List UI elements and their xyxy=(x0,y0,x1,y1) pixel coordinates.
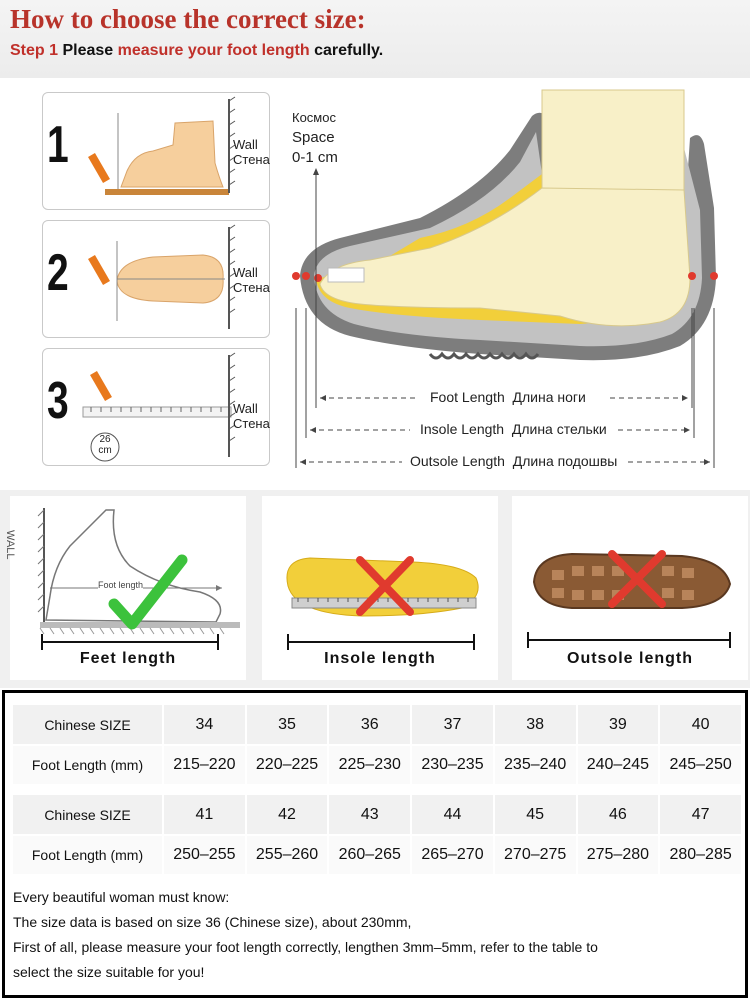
foot-side-icon xyxy=(88,96,236,195)
note-line: select the size suitable for you! xyxy=(13,964,205,980)
length-cell: 255–260 xyxy=(245,835,330,876)
length-cell: 230–235 xyxy=(411,745,495,786)
step-1-card: 1 Wall Стена xyxy=(42,92,270,210)
length-bracket-icon xyxy=(527,632,731,648)
example-insole-length: Insole length xyxy=(262,496,498,680)
insole-length-label: Insole Length xyxy=(420,421,505,437)
example-outsole-length: Outsole length xyxy=(512,496,748,680)
size-cell: 34 xyxy=(163,705,247,746)
size-chart: Chinese SIZE 34 35 36 37 38 39 40 Foot L… xyxy=(2,690,748,998)
measurement-diagram: 1 Wall Стена 2 Wall Стена xyxy=(0,78,750,490)
outsole-length-label-ru: Длина подошвы xyxy=(512,453,618,469)
cross-icon xyxy=(608,550,666,608)
space-label: Space xyxy=(292,129,335,146)
length-cell: 260–265 xyxy=(328,835,413,876)
space-label-ru: Космос xyxy=(292,110,336,125)
size-table-block-1: Chinese SIZE 34 35 36 37 38 39 40 Foot L… xyxy=(13,705,743,786)
size-cell: 46 xyxy=(576,795,661,836)
table-row: Chinese SIZE 41 42 43 44 45 46 47 xyxy=(13,795,743,836)
row-header: Chinese SIZE xyxy=(13,705,164,746)
step-2-card: 2 Wall Стена xyxy=(42,220,270,338)
length-cell: 225–230 xyxy=(328,745,413,786)
size-cell: 41 xyxy=(163,795,247,836)
size-cell: 44 xyxy=(411,795,495,836)
example-label: Outsole length xyxy=(567,650,693,667)
measurement-examples: WALL Foot length Feet length Insole leng… xyxy=(0,490,750,688)
row-header: Foot Length (mm) xyxy=(13,745,164,786)
ruler-unit: cm xyxy=(98,445,112,456)
insole-length-label-ru: Длина стельки xyxy=(511,421,607,437)
step-number: 1 xyxy=(47,116,69,174)
step-highlight: measure your foot length xyxy=(117,42,310,59)
wall-label-ru: Стена xyxy=(233,280,270,295)
length-cell: 245–250 xyxy=(659,745,743,786)
foot-length-inner-label: Foot length xyxy=(98,580,144,590)
length-cell: 270–275 xyxy=(493,835,578,876)
wall-label: Wall xyxy=(233,265,258,280)
length-cell: 220–225 xyxy=(245,745,330,786)
ruler-icon xyxy=(82,352,236,462)
outsole-icon xyxy=(532,550,732,609)
note-line: Every beautiful woman must know: xyxy=(13,889,230,905)
length-cell: 265–270 xyxy=(411,835,495,876)
table-row: Foot Length (mm) 215–220 220–225 225–230… xyxy=(13,745,743,786)
header: How to choose the correct size: Step 1 P… xyxy=(0,0,750,78)
example-feet-length: WALL Foot length Feet length xyxy=(4,496,246,680)
size-notes: Every beautiful woman must know: The siz… xyxy=(13,885,733,985)
size-cell: 35 xyxy=(245,705,330,746)
step-number: 2 xyxy=(47,244,69,302)
shoe-cross-section xyxy=(292,89,718,468)
size-cell: 40 xyxy=(659,705,743,746)
table-row: Foot Length (mm) 250–255 255–260 260–265… xyxy=(13,835,743,876)
wall-label-ru: Стена xyxy=(233,152,270,167)
size-cell: 36 xyxy=(328,705,413,746)
length-bracket-icon xyxy=(41,634,219,650)
length-bracket-icon xyxy=(287,634,475,650)
foot-top-icon xyxy=(88,224,236,329)
row-header: Foot Length (mm) xyxy=(13,835,164,876)
row-header: Chinese SIZE xyxy=(13,795,164,836)
step-prefix: Step 1 xyxy=(10,42,59,59)
step-suffix: carefully. xyxy=(309,42,384,59)
page-title: How to choose the correct size: xyxy=(10,4,366,34)
note-line: First of all, please measure your foot l… xyxy=(13,939,598,955)
step-mid: Please xyxy=(58,42,118,59)
length-cell: 275–280 xyxy=(576,835,661,876)
length-cell: 235–240 xyxy=(493,745,578,786)
example-label: Insole length xyxy=(324,650,436,667)
insole-icon xyxy=(286,556,479,617)
length-cell: 240–245 xyxy=(576,745,661,786)
example-label: Feet length xyxy=(79,650,177,667)
length-cell: 280–285 xyxy=(659,835,743,876)
step-3-card: 3 26 cm Wall Стена xyxy=(42,348,270,466)
length-cell: 250–255 xyxy=(163,835,247,876)
outsole-length-label: Outsole Length xyxy=(410,453,505,469)
step-instruction: Step 1 Please measure your foot length c… xyxy=(10,42,383,60)
size-cell: 43 xyxy=(328,795,413,836)
size-table-block-2: Chinese SIZE 41 42 43 44 45 46 47 Foot L… xyxy=(13,795,743,876)
size-cell: 39 xyxy=(576,705,661,746)
size-cell: 47 xyxy=(659,795,743,836)
wall-vertical-label: WALL xyxy=(4,530,16,560)
step-number: 3 xyxy=(47,372,69,430)
foot-length-label: Foot Length xyxy=(430,389,505,405)
size-cell: 37 xyxy=(411,705,495,746)
wall-label: Wall xyxy=(233,137,258,152)
space-value: 0-1 cm xyxy=(292,149,338,166)
check-icon xyxy=(108,554,188,630)
length-cell: 215–220 xyxy=(163,745,247,786)
foot-length-label-ru: Длина ноги xyxy=(512,389,586,405)
note-line: The size data is based on size 36 (Chine… xyxy=(13,914,412,930)
ruler-value: 26 xyxy=(99,434,111,445)
cross-icon xyxy=(356,556,414,616)
table-row: Chinese SIZE 34 35 36 37 38 39 40 xyxy=(13,705,743,746)
size-cell: 42 xyxy=(245,795,330,836)
foot-outline-icon xyxy=(37,508,240,635)
size-cell: 45 xyxy=(493,795,578,836)
size-cell: 38 xyxy=(493,705,578,746)
wall-label-ru: Стена xyxy=(233,416,270,431)
wall-label: Wall xyxy=(233,401,258,416)
